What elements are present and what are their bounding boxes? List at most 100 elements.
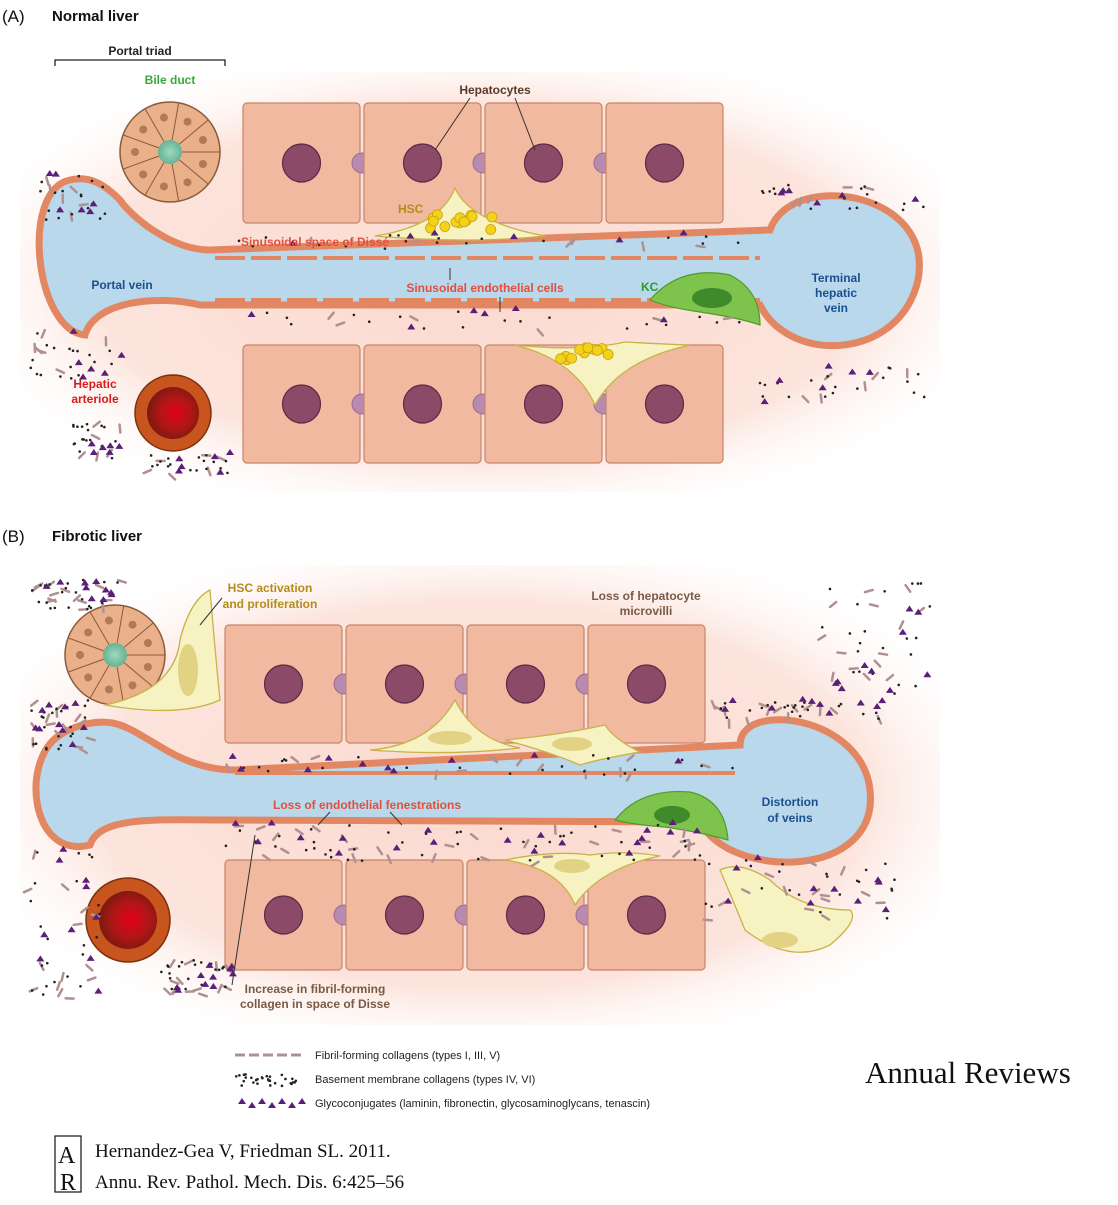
- basement-collagen: [902, 209, 905, 212]
- hepatocyte-nucleus: [404, 385, 442, 423]
- bile-duct-label: Bile duct: [145, 73, 196, 87]
- basement-collagen: [35, 742, 38, 745]
- activated-hsc-right-nucleus: [762, 932, 798, 948]
- basement-collagen: [773, 187, 776, 190]
- portal-vein-label: Portal vein: [91, 278, 152, 292]
- basement-collagen: [405, 766, 408, 769]
- basement-collagen: [71, 732, 74, 735]
- basement-collagen: [480, 237, 483, 240]
- basement-collagen: [929, 605, 932, 608]
- legend-glyco-swatch: [238, 1098, 306, 1108]
- basement-collagen: [856, 603, 859, 606]
- space-of-disse-label: Sinusoidal space of Dissé: [241, 235, 389, 249]
- basement-collagen: [151, 465, 154, 468]
- basement-collagen: [81, 438, 84, 441]
- cholangiocyte-nucleus: [184, 118, 192, 126]
- basement-collagen: [561, 765, 564, 768]
- basement-collagen: [310, 828, 313, 831]
- basement-collagen: [59, 375, 62, 378]
- cholangiocyte-nucleus: [139, 170, 147, 178]
- basement-collagen: [203, 460, 206, 463]
- basement-collagen: [205, 468, 208, 471]
- basement-collagen: [84, 716, 87, 719]
- basement-collagen: [160, 971, 163, 974]
- basement-collagen: [698, 316, 701, 319]
- basement-collagen: [69, 735, 72, 738]
- basement-collagen: [913, 391, 916, 394]
- basement-collagen: [39, 925, 42, 928]
- legend-dot: [284, 1078, 287, 1081]
- basement-collagen: [632, 859, 635, 862]
- basement-collagen: [594, 825, 597, 828]
- basement-collagen: [806, 709, 809, 712]
- basement-collagen: [167, 457, 170, 460]
- basement-collagen: [80, 195, 83, 198]
- basement-collagen: [694, 858, 697, 861]
- basement-collagen: [30, 900, 33, 903]
- basement-collagen: [708, 863, 711, 866]
- basement-collagen: [397, 234, 400, 237]
- basement-collagen: [405, 240, 408, 243]
- basement-collagen: [519, 320, 522, 323]
- basement-collagen: [290, 323, 293, 326]
- basement-collagen: [57, 217, 60, 220]
- basement-collagen: [794, 704, 797, 707]
- hepatocyte-nucleus: [507, 896, 545, 934]
- basement-collagen: [906, 637, 909, 640]
- basement-collagen: [167, 965, 170, 968]
- basement-collagen: [91, 856, 94, 859]
- basement-collagen: [99, 217, 102, 220]
- basement-collagen: [601, 855, 604, 858]
- activated-hsc-mid-nucleus: [552, 737, 592, 751]
- basement-collagen: [330, 856, 333, 859]
- portal-triad-bracket: [55, 60, 225, 66]
- basement-collagen: [78, 450, 81, 453]
- basement-collagen: [57, 735, 60, 738]
- basement-collagen: [110, 363, 113, 366]
- annual-reviews-logo: A R: [55, 1136, 81, 1196]
- legend-basement-swatch: [235, 1073, 297, 1087]
- lipid-droplet: [567, 353, 577, 363]
- legend-dot: [281, 1074, 284, 1077]
- basement-collagen: [68, 348, 71, 351]
- lipid-droplet: [592, 345, 602, 355]
- basement-collagen: [522, 841, 525, 844]
- basement-collagen: [423, 327, 426, 330]
- logo-letter-a: A: [58, 1143, 76, 1169]
- loss-microvilli-label-2: microvilli: [620, 604, 673, 618]
- legend-dot: [238, 1074, 241, 1077]
- cholangiocyte-nucleus: [199, 136, 207, 144]
- terminal-vein-label-2: hepatic: [815, 286, 857, 300]
- basement-collagen: [645, 323, 648, 326]
- cholangiocyte-nucleus: [105, 617, 113, 625]
- basement-collagen: [801, 705, 804, 708]
- basement-collagen: [82, 953, 85, 956]
- basement-collagen: [858, 670, 861, 673]
- hepatic-arteriole: [135, 375, 211, 451]
- basement-collagen: [205, 454, 208, 457]
- basement-collagen: [911, 582, 914, 585]
- basement-collagen: [705, 235, 708, 238]
- basement-collagen: [324, 853, 327, 856]
- basement-collagen: [361, 859, 364, 862]
- basement-collagen: [456, 831, 459, 834]
- basement-collagen: [200, 961, 203, 964]
- legend-dot: [255, 1079, 258, 1082]
- legend-dot: [265, 1075, 268, 1078]
- basement-collagen: [809, 207, 812, 210]
- basement-collagen: [71, 213, 74, 216]
- basement-collagen: [45, 601, 48, 604]
- hepatocyte-nucleus: [265, 665, 303, 703]
- basement-collagen: [198, 456, 201, 459]
- fibril-collagen: [103, 604, 104, 612]
- loss-microvilli-label-1: Loss of hepatocyte: [591, 589, 701, 603]
- hepatocyte-nucleus: [646, 385, 684, 423]
- basement-collagen: [168, 972, 171, 975]
- basement-collagen: [819, 911, 822, 914]
- basement-collagen: [922, 206, 925, 209]
- basement-collagen: [788, 396, 791, 399]
- basement-collagen: [399, 315, 402, 318]
- basement-collagen: [40, 715, 43, 718]
- basement-collagen: [387, 831, 390, 834]
- basement-collagen: [788, 889, 791, 892]
